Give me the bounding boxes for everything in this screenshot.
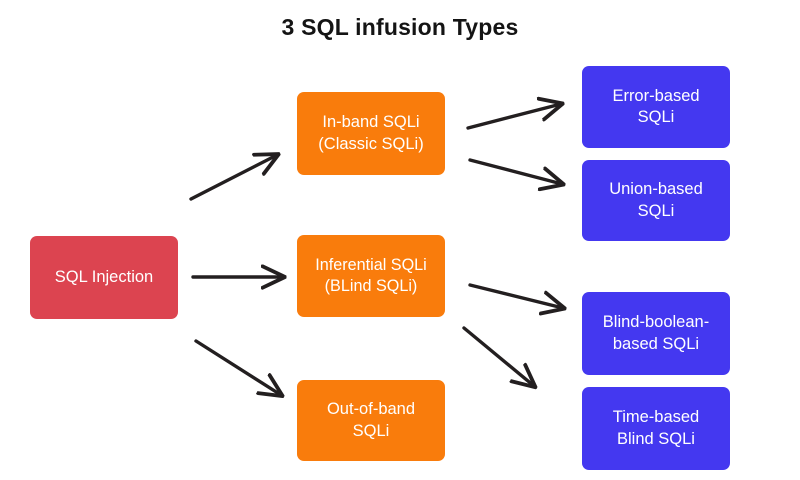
node-union-based-sqli[interactable]: Union-based SQLi (582, 160, 730, 241)
edge-inferential-to-time-based (462, 326, 534, 386)
node-in-band-sqli[interactable]: In-band SQLi (Classic SQLi) (297, 92, 445, 175)
edge-inferential-to-blind-boolean (468, 283, 563, 308)
edge-in-band-to-error-based (466, 104, 561, 130)
edge-in-band-to-union-based (468, 158, 562, 184)
page-title: 3 SQL infusion Types (281, 14, 519, 40)
node-blind-boolean-based-sqli[interactable]: Blind-boolean- based SQLi (582, 292, 730, 375)
node-inferential-sqli[interactable]: Inferential SQLi (BLind SQLi) (297, 235, 445, 317)
edge-sql-injection-to-out-of-band (194, 339, 281, 395)
node-time-based-blind-sqli[interactable]: Time-based Blind SQLi (582, 387, 730, 470)
node-out-of-band-sqli[interactable]: Out-of-band SQLi (297, 380, 445, 461)
node-error-based-sqli[interactable]: Error-based SQLi (582, 66, 730, 148)
edge-sql-injection-to-in-band (189, 155, 277, 201)
node-sql-injection[interactable]: SQL Injection (30, 236, 178, 319)
